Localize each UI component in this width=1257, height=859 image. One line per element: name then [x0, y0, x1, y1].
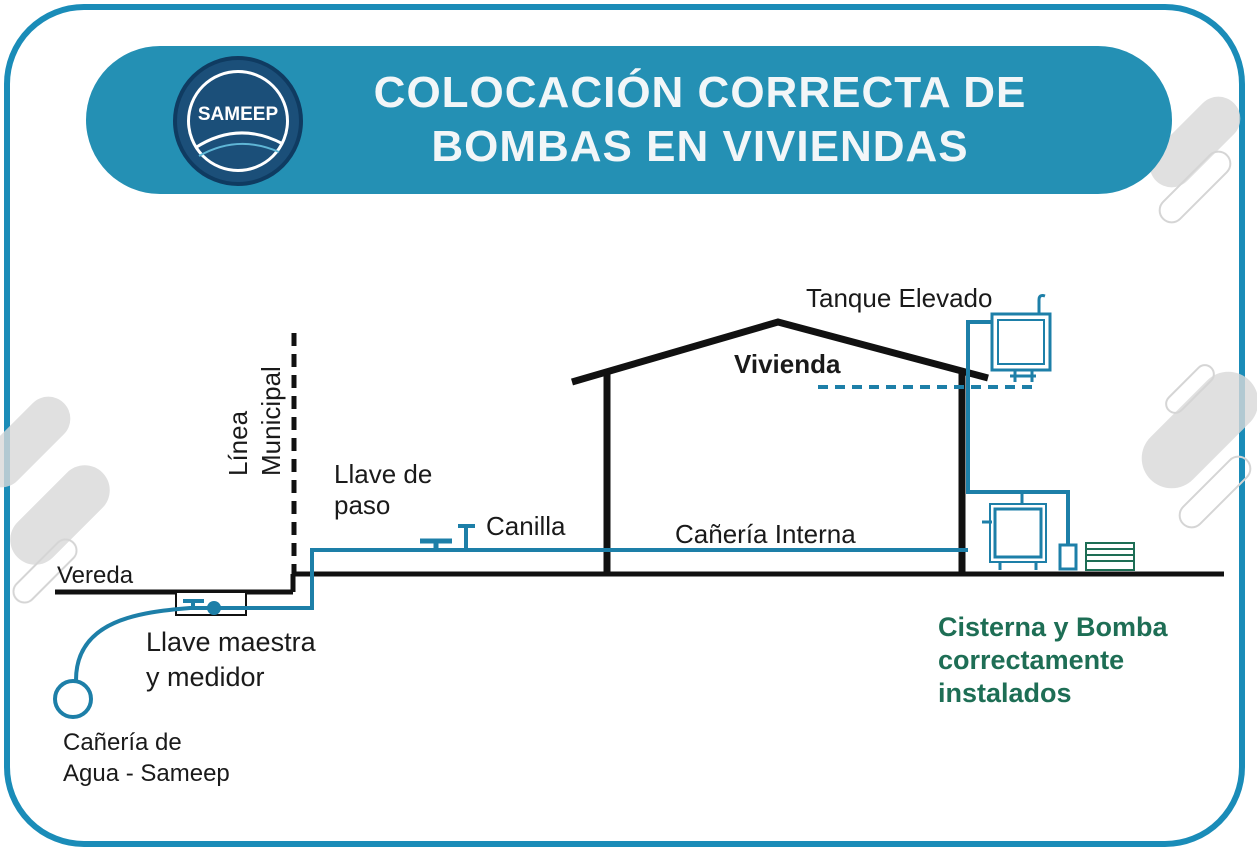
label-canilla: Canilla — [486, 511, 566, 541]
label-vereda: Vereda — [57, 562, 134, 589]
street-main-pipe — [53, 679, 93, 719]
supply-pipe — [74, 548, 968, 681]
sameep-logo: SAMEEP — [173, 56, 303, 186]
label-tanque-elevado: Tanque Elevado — [806, 283, 993, 313]
label-llave-de-paso: Llave de paso — [334, 459, 433, 520]
label-vivienda: Vivienda — [734, 349, 841, 379]
pump-motor — [1085, 542, 1135, 571]
meter-icon — [207, 601, 221, 615]
label-caneria-agua: Cañería de Agua - Sameep — [63, 729, 230, 787]
logo-text: SAMEEP — [197, 104, 279, 125]
label-linea-municipal: Línea Municipal — [223, 366, 286, 476]
house-roof — [571, 318, 989, 386]
page-title: COLOCACIÓN CORRECTA DE BOMBAS EN VIVIEND… — [373, 68, 1027, 171]
riser-pipe — [966, 320, 1070, 545]
pump — [1058, 543, 1078, 571]
label-caneria-interna: Cañería Interna — [675, 519, 856, 549]
cistern — [993, 507, 1043, 559]
label-cisterna-bomba: Cisterna y Bomba correctamente instalado… — [938, 612, 1168, 708]
elevated-tank — [990, 312, 1052, 372]
label-llave-maestra: Llave maestra y medidor — [146, 627, 316, 692]
vent-pipe — [1037, 294, 1046, 314]
